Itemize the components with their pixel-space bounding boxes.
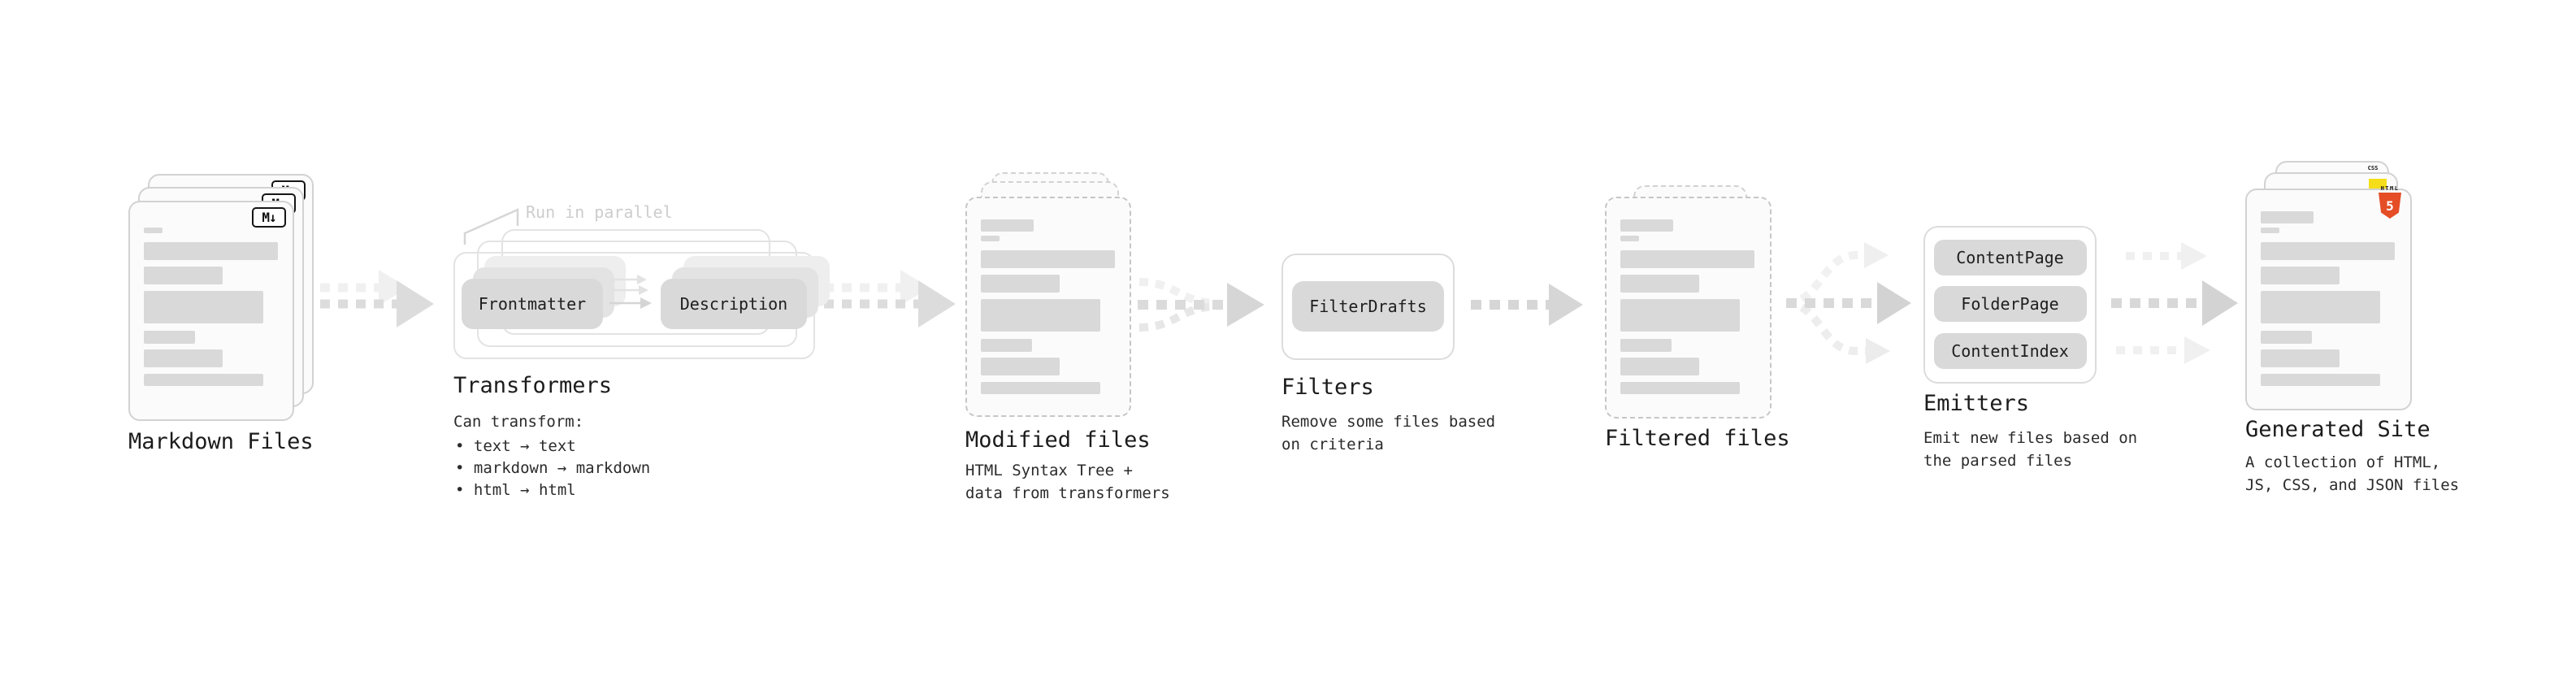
- text-line: [2261, 374, 2380, 386]
- text-line: [2261, 267, 2340, 284]
- skeleton-text-lines: [2261, 211, 2395, 386]
- text-line: [2261, 331, 2312, 344]
- stage-title-modified: Modified files: [965, 427, 1151, 453]
- html5-icon: HTML 5: [2378, 185, 2402, 219]
- emitter-pill-contentindex: ContentIndex: [1933, 333, 2087, 369]
- text-line: [981, 250, 1115, 268]
- text-line: [2261, 228, 2279, 233]
- emitters-box: ContentPage FolderPage ContentIndex: [1923, 226, 2097, 384]
- bullet-item: • text → text: [455, 437, 576, 455]
- skeleton-text-lines: [144, 223, 278, 386]
- text-line: [144, 374, 263, 386]
- parallel-note-leader-line: [463, 208, 519, 245]
- text-line: [981, 219, 1034, 232]
- text-line: [981, 236, 1000, 241]
- stage-subtitle-modified: HTML Syntax Tree + data from transformer…: [965, 462, 1170, 502]
- flow-arrow-modified-to-filters: [1138, 278, 1264, 332]
- transformers-desc-heading: Can transform:: [453, 413, 584, 431]
- stage-title-markdown: Markdown Files: [128, 429, 314, 454]
- bullet-item: • markdown → markdown: [455, 459, 651, 477]
- transformer-pill-frontmatter: Frontmatter: [462, 279, 603, 329]
- flow-arrow-filters-to-filtered: [1471, 284, 1583, 326]
- skeleton-text-lines: [1620, 219, 1754, 394]
- flow-arrow-transformers-to-modified: [824, 270, 956, 327]
- flow-arrow-emitters-to-site: [2111, 242, 2238, 364]
- text-line: [1620, 250, 1754, 268]
- text-line: [981, 299, 1100, 332]
- stage-title-site: Generated Site: [2245, 417, 2431, 442]
- filter-pill-filterdrafts: FilterDrafts: [1292, 281, 1444, 332]
- text-line: [981, 358, 1060, 375]
- parallel-note: Run in parallel: [526, 202, 673, 222]
- text-line: [981, 339, 1032, 352]
- text-line: [1620, 299, 1740, 332]
- stage-title-transformers: Transformers: [453, 373, 613, 398]
- text-line: [981, 382, 1100, 394]
- text-line: [2261, 211, 2314, 223]
- file-card-front: [1605, 197, 1772, 419]
- stage-title-filters: Filters: [1281, 375, 1374, 400]
- text-line: [144, 349, 223, 367]
- stage-subtitle-filters: Remove some files based on criteria: [1281, 413, 1496, 453]
- flow-arrow-markdown-to-transformers: [302, 270, 434, 327]
- text-line: [1620, 382, 1740, 394]
- text-line: [1620, 358, 1699, 375]
- text-line: [144, 291, 263, 323]
- text-line: [144, 242, 278, 260]
- file-card-front: [965, 197, 1131, 417]
- text-line: [1620, 236, 1639, 241]
- file-card-front: M↓: [128, 201, 294, 421]
- markdown-icon: M↓: [252, 207, 286, 228]
- text-line: [981, 275, 1060, 293]
- text-line: [1620, 275, 1699, 293]
- text-line: [2261, 242, 2395, 260]
- text-line: [144, 267, 223, 284]
- emitter-pill-contentpage: ContentPage: [1933, 240, 2087, 275]
- text-line: [1620, 219, 1673, 232]
- bullet-item: • html → html: [455, 481, 576, 499]
- filters-box: FilterDrafts: [1281, 254, 1455, 360]
- text-line: [1620, 339, 1672, 352]
- emitter-pill-folderpage: FolderPage: [1933, 286, 2087, 322]
- stage-title-emitters: Emitters: [1923, 391, 2030, 416]
- flow-arrow-filtered-to-emitters: [1785, 242, 1911, 364]
- stage-subtitle-emitters: Emit new files based on the parsed files: [1923, 429, 2138, 470]
- text-line: [2261, 291, 2380, 323]
- file-card-front-html: HTML 5: [2245, 185, 2412, 410]
- transformer-pill-description: Description: [661, 279, 807, 329]
- stage-title-filtered: Filtered files: [1605, 426, 1790, 451]
- text-line: [144, 331, 195, 344]
- stage-subtitle-site: A collection of HTML, JS, CSS, and JSON …: [2245, 453, 2460, 494]
- text-line: [2261, 349, 2340, 367]
- text-line: [144, 228, 163, 233]
- transformers-bullet-list: • text → text • markdown → markdown • ht…: [455, 436, 650, 501]
- parallel-run-arrows: [609, 275, 652, 309]
- skeleton-text-lines: [981, 219, 1115, 394]
